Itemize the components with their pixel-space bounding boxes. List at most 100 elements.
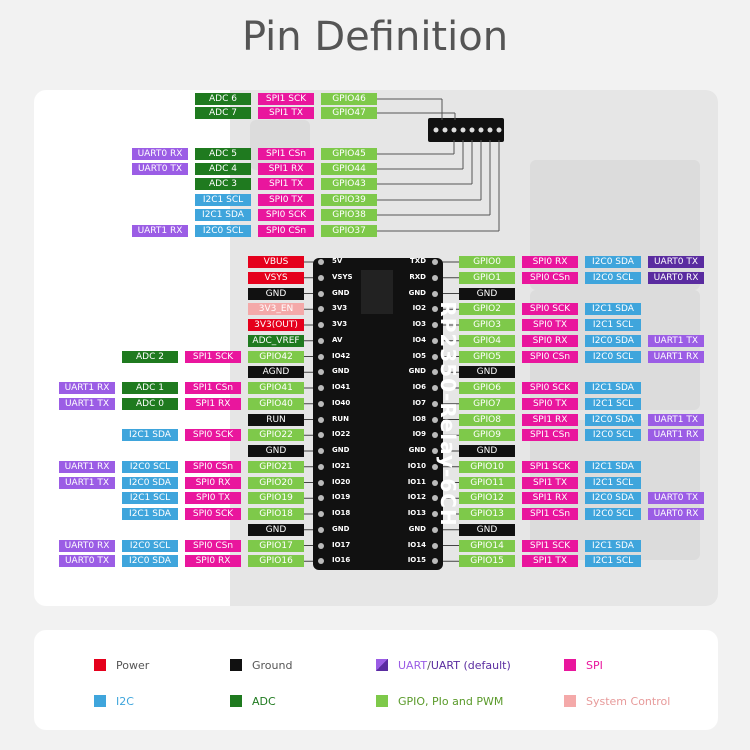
legend-ground: Ground — [230, 658, 292, 672]
module-pin-label: AV — [332, 335, 343, 344]
pin-label-uart1-rx: UART1 RX — [132, 225, 188, 237]
pin-label-vsys: VSYS — [248, 271, 304, 284]
pin-label-gpio21: GPIO21 — [248, 460, 304, 473]
pin-label-gpio0: GPIO0 — [459, 256, 515, 268]
header-pin — [318, 416, 324, 423]
header-pin — [318, 526, 324, 533]
pin-label-gnd: GND — [459, 366, 515, 379]
module-pin-label: RXD — [409, 272, 426, 281]
top-pin-header — [428, 118, 504, 142]
legend-spi: SPI — [564, 658, 603, 672]
module-pin-label: GND — [408, 367, 426, 376]
pin-label-spi1-rx: SPI1 RX — [522, 492, 578, 505]
pin-label-gpio39: GPIO39 — [321, 194, 377, 206]
header-pin — [318, 463, 324, 470]
pin-label-gpio5: GPIO5 — [459, 350, 515, 363]
pin-label-gnd: GND — [459, 523, 515, 536]
module-pin-label: IO16 — [332, 556, 351, 565]
pin-label-uart1-rx: UART1 RX — [59, 382, 115, 394]
pin-label-spi0-sck: SPI0 SCK — [185, 508, 241, 520]
module-pin-label: IO7 — [412, 398, 426, 407]
pin-label-uart0-rx: UART0 RX — [648, 508, 704, 520]
pin-label-spi0-csn: SPI0 CSn — [522, 271, 578, 284]
pin-label-uart1-rx: UART1 RX — [59, 460, 115, 473]
pin-label-gpio16: GPIO16 — [248, 555, 304, 568]
pin-label-i2c1-sda: I2C1 SDA — [585, 539, 641, 552]
header-pin — [318, 353, 324, 360]
module-pin-label: IO10 — [407, 461, 426, 470]
pin-label-gpio45: GPIO45 — [321, 148, 377, 160]
module-pin-label: IO15 — [407, 556, 426, 565]
module-pin-label: IO22 — [332, 430, 351, 439]
module-pin-label: TXD — [410, 257, 426, 265]
pin-label-adc-4: ADC 4 — [195, 163, 251, 175]
header-pin — [318, 479, 324, 486]
header-pin — [318, 369, 324, 376]
header-pin — [432, 322, 438, 328]
pin-label-gpio11: GPIO11 — [459, 476, 515, 489]
pin-label-spi1-tx: SPI1 TX — [522, 555, 578, 568]
pin-label-i2c0-scl: I2C0 SCL — [122, 460, 178, 473]
pin-label-spi1-sck: SPI1 SCK — [522, 539, 578, 552]
pin-label-i2c1-scl: I2C1 SCL — [585, 555, 641, 568]
header-pin — [432, 526, 438, 533]
pin-label-spi1-sck: SPI1 SCK — [258, 93, 314, 105]
header-pin — [318, 448, 324, 454]
header-pin — [432, 463, 438, 470]
header-pin — [432, 259, 438, 265]
pin-label-i2c1-scl: I2C1 SCL — [195, 194, 251, 206]
module-pin-label: RUN — [332, 414, 349, 423]
pin-label-i2c0-sda: I2C0 SDA — [585, 492, 641, 505]
pin-label-i2c1-sda: I2C1 SDA — [122, 508, 178, 520]
legend-system-control: System Control — [564, 694, 670, 708]
pin-label-spi1-rx: SPI1 RX — [522, 413, 578, 426]
pin-label-gpio19: GPIO19 — [248, 492, 304, 505]
pin-label-spi1-sck: SPI1 SCK — [522, 460, 578, 473]
pin-label-run: RUN — [248, 413, 304, 426]
pin-label-i2c0-sda: I2C0 SDA — [585, 413, 641, 426]
header-pin — [432, 369, 438, 376]
module-pin-label: GND — [408, 524, 426, 533]
pin-label-i2c0-sda: I2C0 SDA — [122, 555, 178, 568]
pin-label-gpio7: GPIO7 — [459, 397, 515, 410]
header-pin — [432, 432, 438, 439]
pin-label-gpio38: GPIO38 — [321, 209, 377, 221]
pin-label-gpio20: GPIO20 — [248, 476, 304, 489]
pin-label-gpio47: GPIO47 — [321, 107, 377, 119]
pin-label-spi1-csn: SPI1 CSn — [522, 429, 578, 442]
top-header-pin — [487, 127, 493, 133]
header-pin — [432, 479, 438, 486]
pin-label-i2c0-sda: I2C0 SDA — [122, 476, 178, 489]
pin-label-gpio8: GPIO8 — [459, 413, 515, 426]
pin-label-gpio43: GPIO43 — [321, 178, 377, 190]
pin-label-i2c0-scl: I2C0 SCL — [122, 539, 178, 552]
header-pin — [318, 542, 324, 549]
pin-label-gpio37: GPIO37 — [321, 225, 377, 237]
legend-gpio: GPIO, PIo and PWM — [376, 694, 503, 708]
header-pin — [432, 542, 438, 549]
pin-label-gpio41: GPIO41 — [248, 382, 304, 394]
header-pin — [432, 274, 438, 281]
pin-label-spi0-csn: SPI0 CSn — [185, 539, 241, 552]
header-pin — [432, 353, 438, 360]
module-pin-label: GND — [332, 446, 350, 454]
pin-label-gpio17: GPIO17 — [248, 539, 304, 552]
pin-label-agnd: AGND — [248, 366, 304, 379]
pin-label-spi1-csn: SPI1 CSn — [258, 148, 314, 160]
module-pin-label: IO2 — [412, 304, 426, 313]
top-header-pin — [496, 127, 502, 133]
module-pin-label: IO21 — [332, 461, 351, 470]
pin-label-gnd: GND — [459, 287, 515, 300]
pin-label-gpio18: GPIO18 — [248, 508, 304, 520]
pin-label-i2c0-scl: I2C0 SCL — [585, 350, 641, 363]
pin-label-uart0-rx: UART0 RX — [132, 148, 188, 160]
pin-label-gpio10: GPIO10 — [459, 460, 515, 473]
pin-label-i2c1-scl: I2C1 SCL — [585, 319, 641, 331]
rp2350-module: RP2350-Relay-6CH — [313, 258, 460, 570]
module-pin-label: IO11 — [407, 477, 426, 486]
top-header-pin — [469, 127, 475, 133]
module-pin-label: IO3 — [412, 320, 426, 328]
pin-label-i2c1-scl: I2C1 SCL — [585, 397, 641, 410]
module-pin-label: IO6 — [412, 383, 426, 391]
pin-label-i2c1-sda: I2C1 SDA — [195, 209, 251, 221]
